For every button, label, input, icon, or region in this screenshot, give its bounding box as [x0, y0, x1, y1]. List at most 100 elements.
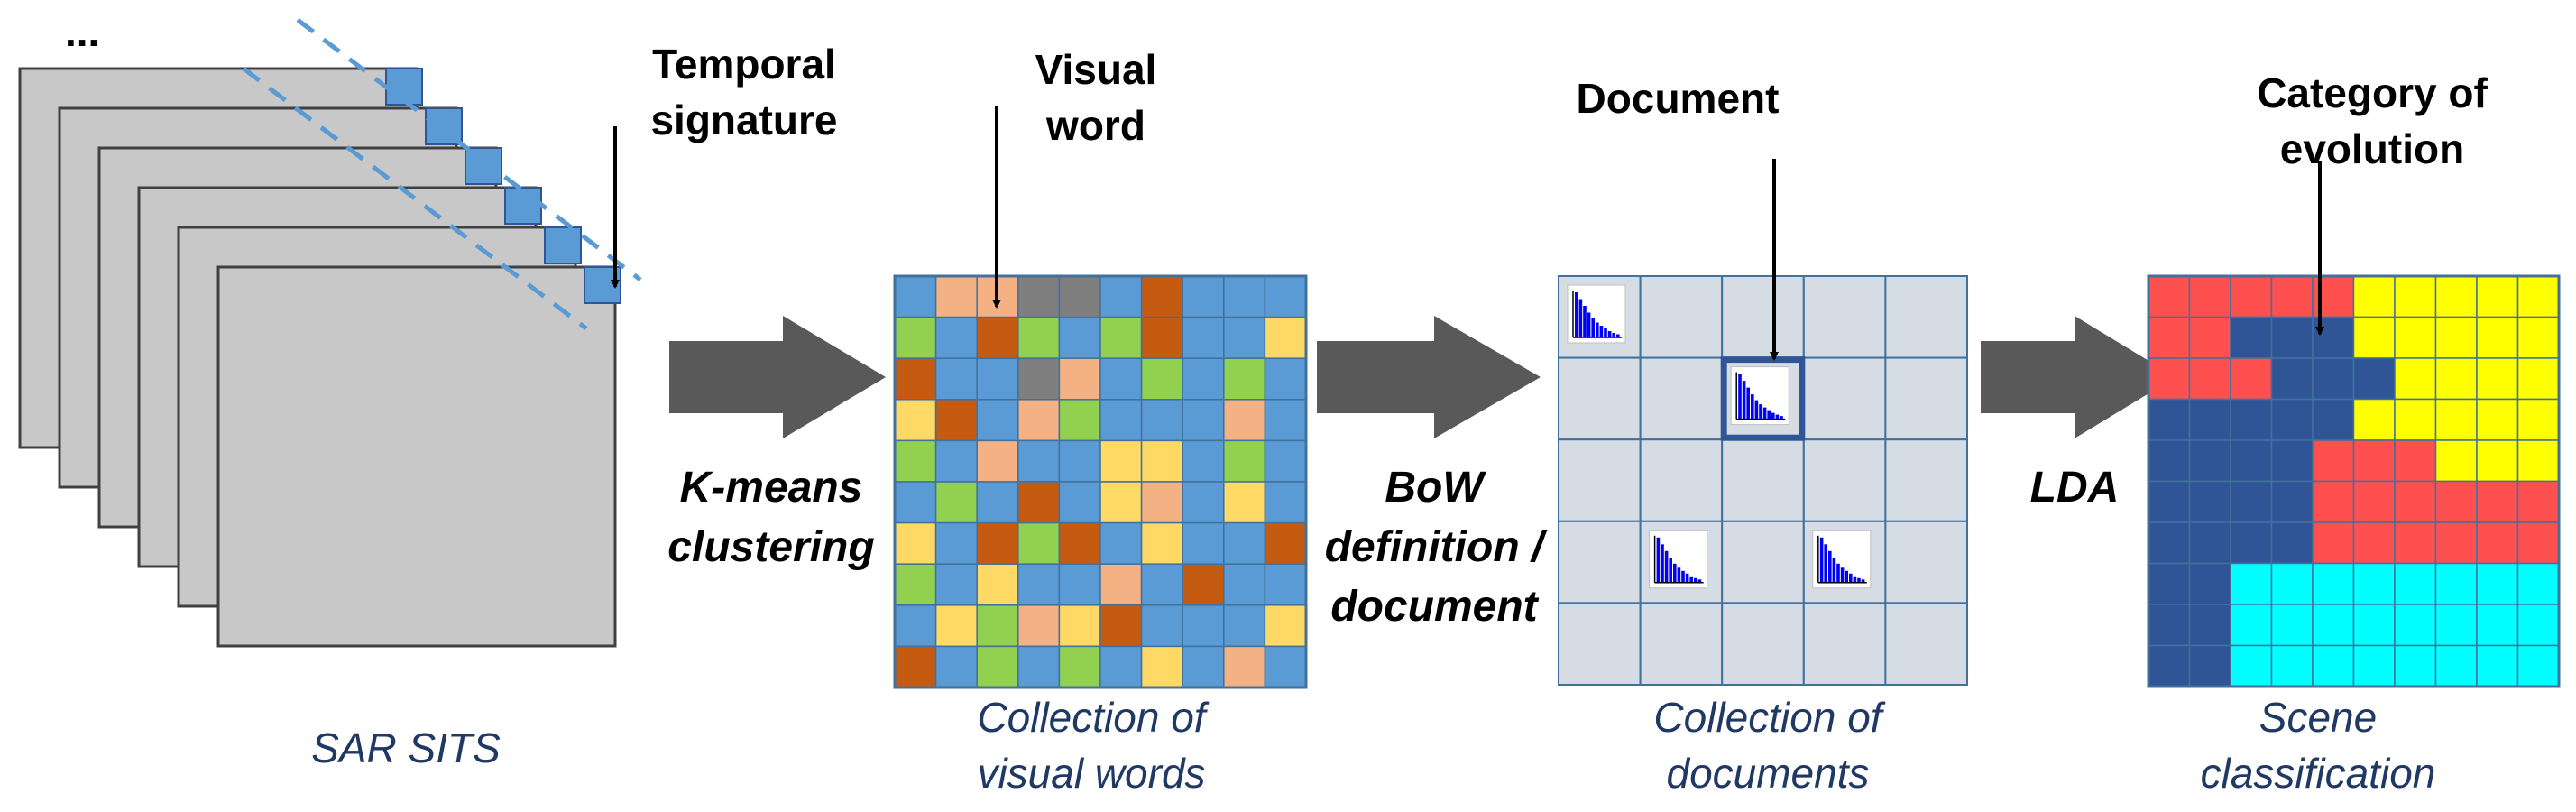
histogram-bar: [1669, 558, 1672, 583]
visual-word-cell: [1099, 357, 1143, 401]
highlighted-document: [1720, 356, 1806, 441]
histogram-bar: [1746, 387, 1750, 420]
document-cell: [1721, 520, 1805, 604]
scene-class-cell: [2148, 562, 2191, 605]
visual-word-cell: [1182, 521, 1225, 565]
histogram-bar: [1694, 577, 1697, 583]
scene-class-cell: [2516, 275, 2560, 318]
visual-word-cell: [1182, 481, 1225, 524]
scene-class-cell: [2230, 521, 2273, 565]
document-cell: [1802, 275, 1887, 359]
scene-class-cell: [2394, 604, 2437, 647]
visual-word-cell: [976, 645, 1019, 688]
visual-word-cell: [1223, 604, 1266, 648]
scene-class-cell: [2516, 398, 2560, 441]
document-cell: [1639, 438, 1724, 522]
scene-class-cell: [2516, 644, 2560, 687]
scene-class-cell: [2148, 439, 2191, 483]
visual-word-cell: [1264, 275, 1307, 318]
document-cell: [1558, 438, 1642, 522]
visual-word-cell: [934, 645, 978, 688]
scene-caption: Scene classification: [2183, 689, 2453, 801]
histogram-bar: [1771, 412, 1775, 420]
scene-class-cell: [2148, 275, 2191, 318]
visual-word-cell: [1140, 399, 1183, 442]
scene-class-cell: [2434, 521, 2478, 565]
document-cell: [1884, 520, 1968, 604]
category-line-1: Category of: [2257, 69, 2488, 116]
visual-word-cell: [1058, 357, 1101, 401]
scene-class-cell: [2476, 439, 2519, 483]
scene-class-cell: [2188, 275, 2231, 318]
visual-word-cell: [976, 316, 1019, 359]
visual-word-cell: [1223, 399, 1266, 442]
scene-class-cell: [2270, 521, 2314, 565]
histogram-bar: [1612, 333, 1615, 337]
scene-class-cell: [2148, 644, 2191, 687]
scene-class-cell: [2312, 357, 2355, 401]
visual-word-cell: [1099, 275, 1143, 318]
scene-class-cell: [2230, 439, 2273, 483]
histogram-bar: [1689, 576, 1693, 583]
temporal-signature-line-2: signature: [650, 97, 838, 143]
scene-class-cell: [2188, 604, 2231, 647]
scene-class-cell: [2148, 521, 2191, 565]
scene-class-cell: [2394, 480, 2437, 523]
scene-class-cell: [2188, 644, 2231, 687]
visual-word-cell: [1099, 399, 1143, 442]
scene-class-cell: [2352, 604, 2396, 647]
scene-class-cell: [2434, 562, 2478, 605]
scene-class-cell: [2434, 316, 2478, 359]
visual-word-cell: [976, 399, 1019, 442]
histogram-bar: [1759, 404, 1762, 420]
visual-word-cell: [1264, 357, 1307, 401]
visual-word-cell: [1017, 399, 1061, 442]
histogram-bar: [1578, 299, 1583, 337]
visual-word-cell: [976, 521, 1019, 565]
visual-word-cell: [976, 357, 1019, 401]
visual-word-cell: [894, 645, 937, 688]
visual-word-cell: [1182, 357, 1225, 401]
visual-word-cell: [976, 439, 1019, 483]
visual-word-cell: [1017, 316, 1061, 359]
histogram-bar: [1762, 407, 1767, 420]
scene-class-cell: [2434, 644, 2478, 687]
visual-word-cell: [1264, 439, 1307, 483]
histogram-bar: [1819, 537, 1824, 583]
scene-class-cell: [2148, 480, 2191, 523]
document-cell: [1558, 602, 1642, 687]
visual-word-cell: [1017, 275, 1061, 318]
visual-word-cell: [1223, 316, 1266, 359]
scene-class-cell: [2148, 316, 2191, 359]
visual-word-cell: [1182, 316, 1225, 359]
bow-line-1: BoW: [1385, 464, 1484, 512]
temporal-signature-line-1: Temporal: [652, 41, 836, 88]
histogram-bar: [1836, 563, 1840, 583]
visual-word-cell: [1223, 645, 1266, 688]
histogram-bar: [1685, 573, 1689, 583]
histogram-bar: [1742, 381, 1746, 420]
document-cell: [1884, 356, 1968, 441]
visual-word-cell: [934, 521, 978, 565]
scene-class-cell: [2188, 357, 2231, 401]
visual-word-cell: [934, 357, 978, 401]
visual-word-cell: [1140, 357, 1183, 401]
scene-class-cell: [2476, 316, 2519, 359]
visual-word-cell: [934, 563, 978, 606]
histogram-bar: [1845, 570, 1848, 583]
scene-class-cell: [2352, 398, 2396, 441]
document-cell: [1721, 438, 1805, 522]
visual-word-cell: [1223, 563, 1266, 606]
scene-class-cell: [2476, 480, 2519, 523]
visual-word-cell: [1017, 481, 1061, 524]
document-cell: [1884, 602, 1968, 687]
histogram-bar: [1697, 579, 1702, 583]
document-histogram-icon: [1812, 530, 1872, 589]
visual-word-cell: [1058, 399, 1101, 442]
histogram-bar: [1591, 318, 1595, 337]
visual-word-cell: [1264, 521, 1307, 565]
document-cell: [1721, 602, 1805, 687]
scene-class-cell: [2312, 480, 2355, 523]
signature-guide-line-lower: [242, 67, 588, 330]
histogram-bar: [1780, 416, 1783, 420]
